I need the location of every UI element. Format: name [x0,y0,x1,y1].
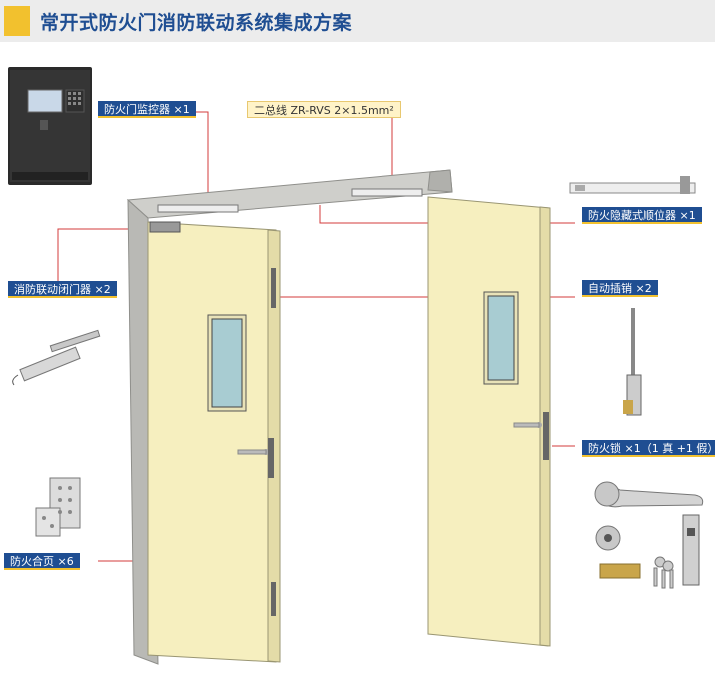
page-title: 常开式防火门消防联动系统集成方案 [40,12,353,34]
label-bus-cable: 二总线 ZR-RVS 2×1.5mm² [247,101,401,118]
label-auto-bolt: 自动插销 ×2 [582,280,658,297]
label-sequencer: 防火隐藏式顺位器 ×1 [582,207,702,224]
right-door-leaf [427,196,551,647]
label-lock: 防火锁 ×1（1 真 +1 假） [582,440,715,457]
lock-set-icon [594,481,704,589]
label-closer: 消防联动闭门器 ×2 [8,281,117,298]
hinge-icon [35,477,81,537]
label-monitor: 防火门监控器 ×1 [98,101,196,118]
closer-product-icon [12,329,101,386]
auto-bolt-icon [623,308,642,416]
left-door-leaf [147,221,281,663]
label-hinge: 防火合页 ×6 [4,553,80,570]
sequencer-icon [569,176,696,194]
door-closer-arms [149,188,423,233]
header-accent-block [4,6,30,36]
monitor-device-icon [8,67,92,185]
header-bar: 常开式防火门消防联动系统集成方案 [0,0,715,42]
